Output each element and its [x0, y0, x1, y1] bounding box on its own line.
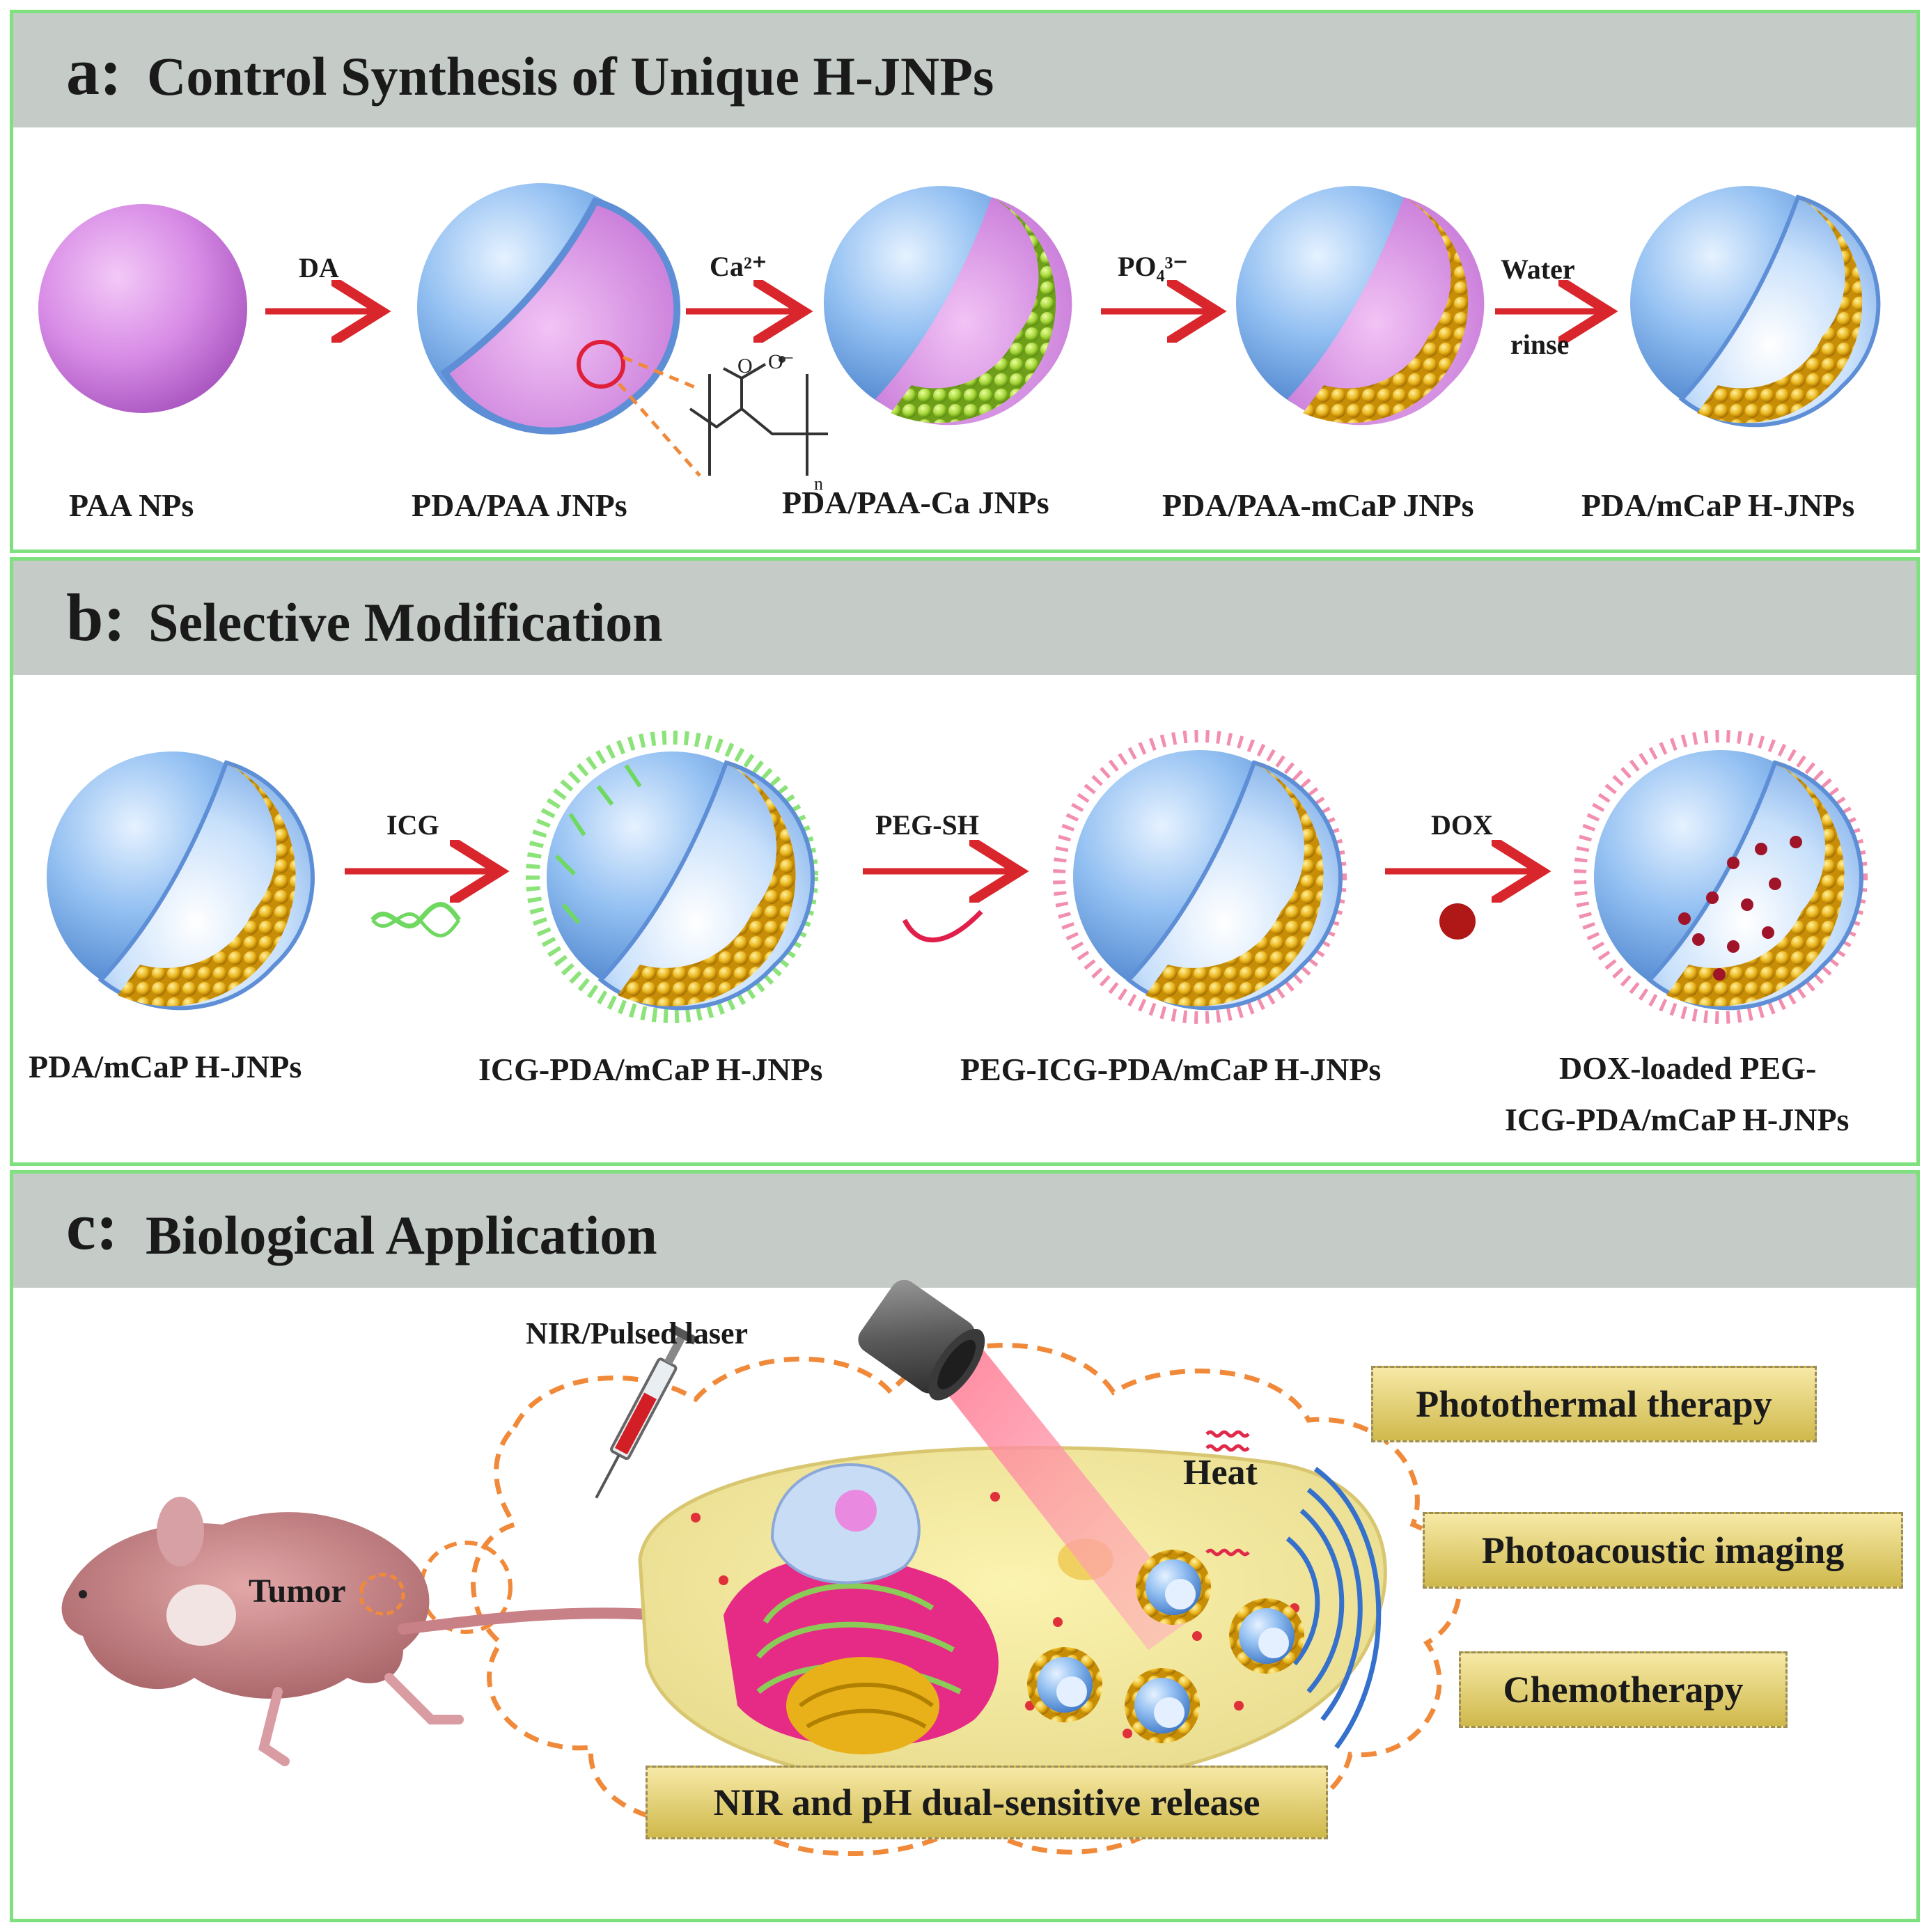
chem-subscript-n: n: [814, 474, 823, 494]
pda-paa-jnp: [417, 183, 701, 477]
arrow-label-rinse: rinse: [1510, 329, 1570, 360]
arrow-label-po4: PO₄³⁻: [1118, 251, 1188, 282]
pda-paa-mcap-jnp: [1236, 186, 1485, 426]
arrow-label-ca: Ca²⁺: [710, 251, 767, 282]
nude-mouse: [61, 1497, 666, 1766]
panel-a-title: Control Synthesis of Unique H-JNPs: [147, 46, 994, 107]
panel-a-illustration: O O⁻ n: [38, 183, 1881, 494]
panel-b: b: Selective Modification: [10, 557, 1920, 1166]
peg-icg-pda-mcap-hjnp: [1053, 730, 1347, 1024]
box-photoacoustic-imaging: Photoacoustic imaging: [1423, 1512, 1903, 1589]
paa-nanoparticle: [38, 204, 247, 413]
arrow-label-da: DA: [299, 252, 339, 283]
pda-mcap-hjnp-b: [47, 751, 315, 1011]
tumor-label: Tumor: [249, 1573, 346, 1610]
chem-o-left: O: [737, 355, 753, 377]
heat-label: Heat: [1183, 1453, 1258, 1493]
laser-head: [858, 1279, 985, 1401]
panel-c-title: Biological Application: [146, 1205, 657, 1265]
laser-label: NIR/Pulsed laser: [526, 1316, 748, 1350]
dashed-tumor-connector: [419, 1541, 513, 1634]
label-icg-pda-mcap-hjnps: ICG-PDA/mCaP H-JNPs: [478, 1052, 823, 1087]
panel-a-header: a: Control Synthesis of Unique H-JNPs: [13, 13, 1916, 127]
panel-b-title: Selective Modification: [148, 592, 663, 653]
panel-c-illustration: [61, 1279, 1462, 1856]
panel-b-letter: b:: [66, 580, 126, 655]
box-nir-ph-release: NIR and pH dual-sensitive release: [646, 1766, 1328, 1839]
box-photothermal-therapy: Photothermal therapy: [1371, 1366, 1817, 1442]
arrow-label-dox: DOX: [1431, 809, 1493, 841]
paa-chemical-structure: [689, 356, 828, 476]
dox-molecule-icon: [1439, 903, 1476, 940]
panel-b-header: b: Selective Modification: [13, 561, 1916, 675]
label-pda-paa-jnps: PDA/PAA JNPs: [412, 488, 627, 523]
label-dox-loaded-line1: DOX-loaded PEG-: [1559, 1050, 1817, 1086]
chem-o-right: O⁻: [768, 350, 795, 373]
panel-b-illustration: [47, 730, 1868, 1024]
arrow-label-icg: ICG: [386, 809, 439, 841]
icg-pda-mcap-hjnp: [526, 731, 818, 1023]
laser-beam: [918, 1330, 1197, 1650]
panel-c-header: c: Biological Application: [13, 1174, 1916, 1288]
pda-mcap-hjnp-a: [1630, 186, 1881, 428]
label-pda-mcap-hjnps-b: PDA/mCaP H-JNPs: [29, 1049, 302, 1084]
label-pda-mcap-hjnps-a: PDA/mCaP H-JNPs: [1581, 488, 1855, 523]
heat-squiggles: [1205, 1430, 1250, 1557]
syringe-icon: [595, 1324, 698, 1499]
peg-sh-chain-icon: [902, 910, 983, 943]
cell-nanoparticles: [1027, 1550, 1304, 1743]
label-paa-nps: PAA NPs: [69, 488, 194, 523]
panel-a-letter: a:: [66, 34, 122, 109]
arrow-label-water: Water: [1501, 254, 1575, 285]
acoustic-waves: [1285, 1467, 1382, 1750]
panel-a: a: Control Synthesis of Unique H-JNPs O …: [10, 10, 1920, 553]
arrow-label-peg-sh: PEG-SH: [875, 809, 979, 841]
panel-c: c: Biological Application: [10, 1170, 1920, 1922]
dox-loaded-hjnp: [1574, 730, 1868, 1024]
box-chemotherapy: Chemotherapy: [1459, 1651, 1788, 1728]
label-dox-loaded-line2: ICG-PDA/mCaP H-JNPs: [1505, 1102, 1850, 1137]
panel-c-letter: c:: [66, 1189, 118, 1263]
label-peg-icg-pda-mcap-hjnps: PEG-ICG-PDA/mCaP H-JNPs: [960, 1052, 1382, 1087]
pda-paa-ca-jnp: [824, 186, 1072, 426]
label-pda-paa-ca-jnps: PDA/PAA-Ca JNPs: [782, 485, 1049, 520]
label-pda-paa-mcap-jnps: PDA/PAA-mCaP JNPs: [1162, 488, 1474, 523]
